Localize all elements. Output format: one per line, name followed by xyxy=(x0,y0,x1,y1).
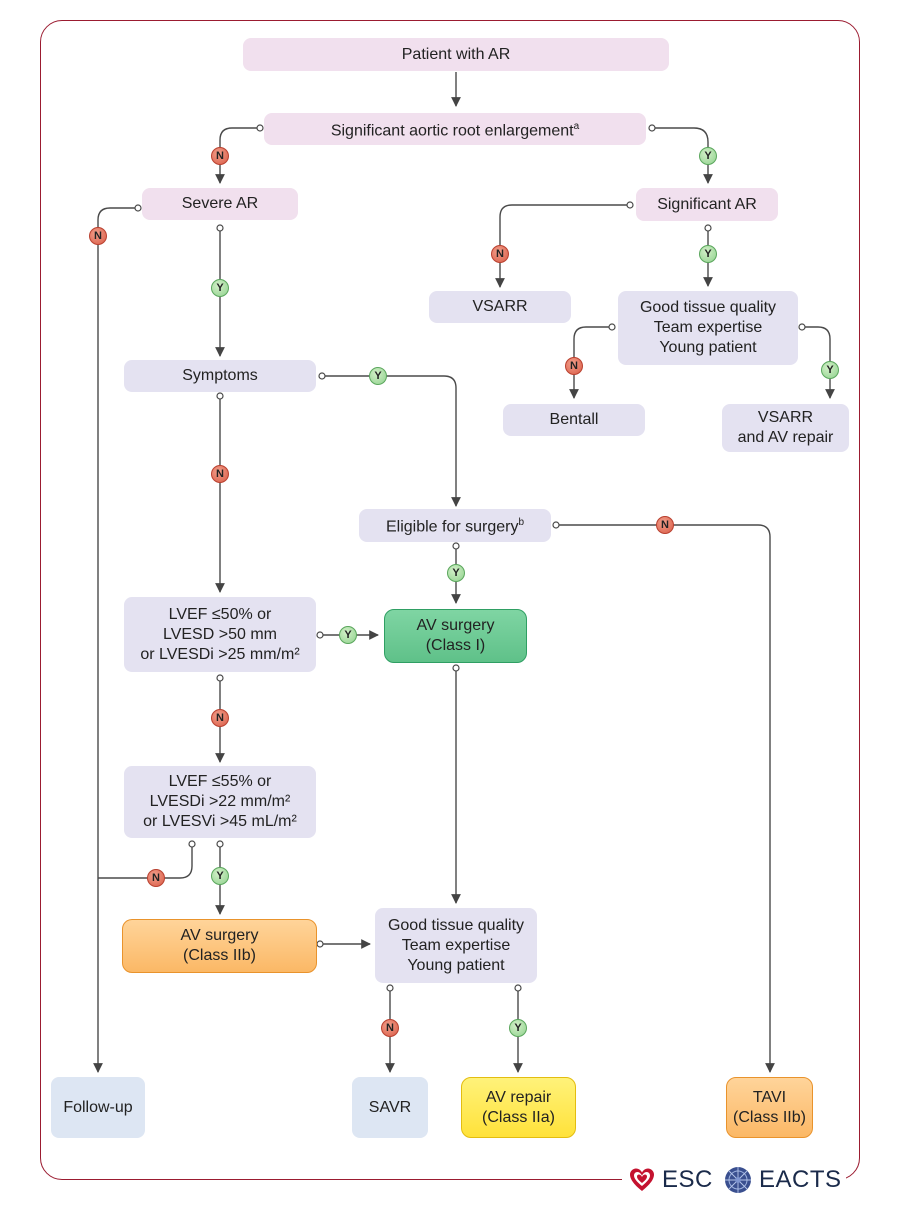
badge-yes: Y xyxy=(699,245,717,263)
node-symptoms: Symptoms xyxy=(124,360,316,392)
badge-no: N xyxy=(89,227,107,245)
node-tavi-class-iib: TAVI (Class IIb) xyxy=(726,1077,813,1138)
node-eligible-for-surgery: Eligible for surgeryb xyxy=(359,509,551,542)
node-patient-with-ar: Patient with AR xyxy=(243,38,669,71)
node-lvef-50: LVEF ≤50% or LVESD >50 mm or LVESDi >25 … xyxy=(124,597,316,672)
eacts-logo: EACTS xyxy=(719,1165,846,1195)
node-lvef-55: LVEF ≤55% or LVESDi >22 mm/m² or LVESVi … xyxy=(124,766,316,838)
node-av-repair-class-iia: AV repair (Class IIa) xyxy=(461,1077,576,1138)
badge-yes: Y xyxy=(211,867,229,885)
badge-yes: Y xyxy=(447,564,465,582)
badge-yes: Y xyxy=(211,279,229,297)
esc-logo: ESC xyxy=(622,1165,719,1195)
node-severe-ar: Severe AR xyxy=(142,188,298,220)
badge-yes: Y xyxy=(821,361,839,379)
badge-yes: Y xyxy=(339,626,357,644)
node-av-surgery-class-iib: AV surgery (Class IIb) xyxy=(122,919,317,973)
node-av-surgery-class-i: AV surgery (Class I) xyxy=(384,609,527,663)
node-savr: SAVR xyxy=(352,1077,428,1138)
node-aortic-root-enlargement: Significant aortic root enlargementa xyxy=(264,113,646,145)
node-follow-up: Follow-up xyxy=(51,1077,145,1138)
badge-no: N xyxy=(211,709,229,727)
node-significant-ar: Significant AR xyxy=(636,188,778,221)
node-bentall: Bentall xyxy=(503,404,645,436)
badge-no: N xyxy=(211,465,229,483)
badge-yes: Y xyxy=(369,367,387,385)
badge-no: N xyxy=(565,357,583,375)
node-tissue-quality-top: Good tissue quality Team expertise Young… xyxy=(618,291,798,365)
eacts-globe-icon xyxy=(725,1167,751,1193)
node-vsarr: VSARR xyxy=(429,291,571,323)
node-vsarr-av-repair: VSARR and AV repair xyxy=(722,404,849,452)
diagram-frame xyxy=(40,20,860,1180)
node-tissue-quality-bottom: Good tissue quality Team expertise Young… xyxy=(375,908,537,983)
badge-no: N xyxy=(491,245,509,263)
esc-heart-icon xyxy=(630,1168,654,1191)
badge-no: N xyxy=(381,1019,399,1037)
badge-no: N xyxy=(147,869,165,887)
badge-no: N xyxy=(656,516,674,534)
badge-yes: Y xyxy=(509,1019,527,1037)
badge-no: N xyxy=(211,147,229,165)
badge-yes: Y xyxy=(699,147,717,165)
